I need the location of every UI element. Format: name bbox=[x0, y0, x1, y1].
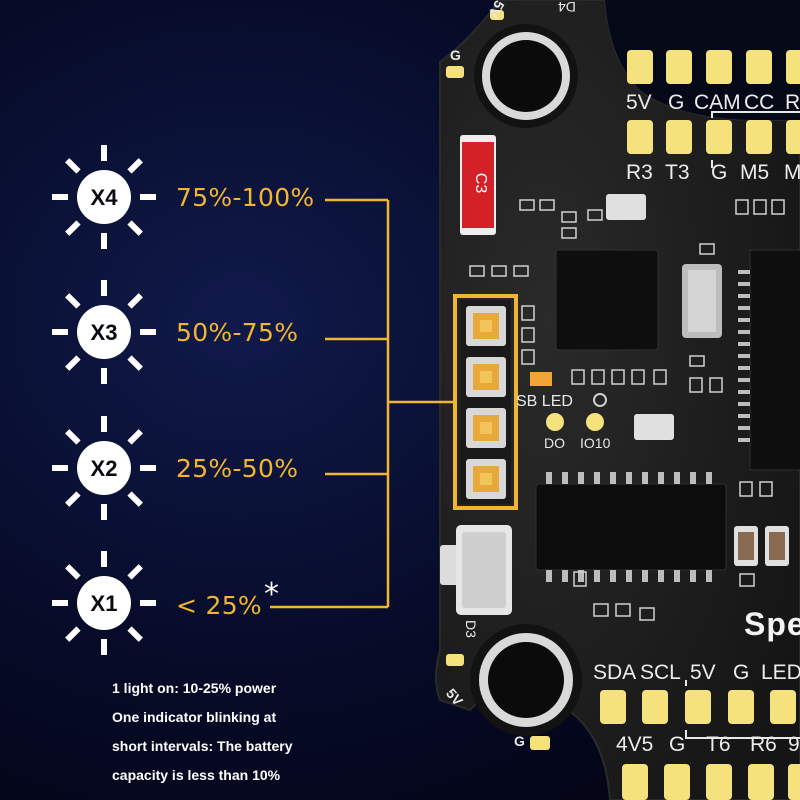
pad-label-mid-0: R3 bbox=[626, 161, 653, 184]
test-point bbox=[593, 393, 607, 407]
pad-label-bot2-3: R6 bbox=[750, 733, 777, 756]
level-range-x4: 75%-100% bbox=[176, 183, 315, 212]
pad-label-top-1: G bbox=[668, 91, 685, 114]
sun-ray bbox=[127, 293, 143, 309]
top-g-label: G bbox=[450, 47, 461, 63]
sun-core bbox=[77, 170, 131, 224]
ic-pins bbox=[546, 270, 750, 582]
components-brown bbox=[738, 532, 785, 560]
level-range-x3: 50%-75% bbox=[176, 318, 299, 347]
sun-ray bbox=[65, 293, 81, 309]
sun-ray bbox=[65, 626, 81, 642]
pad-label-bot1-1: SCL bbox=[640, 661, 681, 684]
sun-ray bbox=[127, 355, 143, 371]
smd-components bbox=[469, 199, 785, 621]
sun-ray bbox=[127, 564, 143, 580]
pad-label-bot1-2: 5V bbox=[690, 661, 716, 684]
do-label: DO bbox=[544, 435, 565, 451]
sun-core bbox=[77, 305, 131, 359]
sun-ray bbox=[127, 429, 143, 445]
note-line: capacity is less than 10% bbox=[112, 767, 281, 783]
sun-ray bbox=[65, 220, 81, 236]
sun-core bbox=[77, 576, 131, 630]
note-line: short intervals: The battery bbox=[112, 738, 293, 754]
indicator-sun-icon: X3 bbox=[52, 280, 156, 384]
pad-do bbox=[546, 413, 564, 431]
sb-led-label: SB LED bbox=[516, 393, 573, 410]
pad-label-bot2-1: G bbox=[669, 733, 686, 756]
pad-label-bot1-3: G bbox=[733, 661, 750, 684]
bot-g-label: G bbox=[514, 733, 525, 749]
pads-bottom-row-1 bbox=[600, 690, 796, 724]
small-pads bbox=[446, 10, 550, 750]
pad-label-top-3: CC bbox=[744, 91, 775, 114]
pad-label-bot2-4: 9 bbox=[788, 733, 800, 756]
pad-io10 bbox=[586, 413, 604, 431]
c3-label: C3 bbox=[472, 172, 490, 194]
io10-label: IO10 bbox=[580, 435, 611, 451]
note-line: 1 light on: 10-25% power bbox=[112, 680, 277, 696]
pad-label-mid-3: M5 bbox=[740, 161, 770, 184]
switch bbox=[440, 525, 512, 615]
pads-top-row bbox=[627, 50, 800, 84]
sun-ray bbox=[127, 491, 143, 507]
note-line: One indicator blinking at bbox=[112, 709, 277, 725]
pad-label-top-0: 5V bbox=[626, 91, 652, 114]
pads-mid-row bbox=[627, 120, 800, 154]
pad-label-mid-4: M bbox=[784, 161, 800, 184]
brand-text: Spe bbox=[744, 606, 800, 642]
sun-ray bbox=[65, 355, 81, 371]
board-cutout bbox=[605, 0, 800, 120]
pad-label-bot1-0: SDA bbox=[593, 661, 637, 684]
pad-label-top-2: CAM bbox=[694, 91, 741, 114]
pads-bottom-row-2 bbox=[622, 764, 800, 800]
pad-label-top-4: R bbox=[785, 91, 800, 114]
sun-core bbox=[77, 441, 131, 495]
mount-hole-bottom bbox=[470, 624, 582, 736]
sun-label: X3 bbox=[91, 320, 118, 345]
asterisk-mark: * bbox=[263, 577, 280, 612]
battery-note: 1 light on: 10-25% power One indicator b… bbox=[112, 674, 372, 790]
pad-label-bot1-4: LED bbox=[761, 661, 800, 684]
sun-label: X1 bbox=[91, 591, 118, 616]
sun-ray bbox=[65, 564, 81, 580]
level-range-x2: 25%-50% bbox=[176, 454, 299, 483]
indicator-sun-icon: X4 bbox=[52, 145, 156, 249]
connector-lines bbox=[270, 198, 454, 609]
pad-label-bot2-0: 4V5 bbox=[616, 733, 654, 756]
smd-led-orange bbox=[530, 372, 552, 386]
indicator-sun-icon: X1 bbox=[52, 551, 156, 655]
led-strip bbox=[453, 294, 518, 510]
sun-label: X4 bbox=[91, 185, 119, 210]
sun-ray bbox=[65, 491, 81, 507]
d4-label: D4 bbox=[558, 0, 576, 15]
capacitor-c3 bbox=[460, 135, 496, 235]
sun-ray bbox=[127, 626, 143, 642]
pad-label-bot2-2: T6 bbox=[706, 733, 731, 756]
sun-label: X2 bbox=[91, 456, 118, 481]
level-range-x1: < 25%* bbox=[176, 577, 280, 621]
sun-ray bbox=[65, 429, 81, 445]
d3-label: D3 bbox=[462, 620, 479, 638]
sun-ray bbox=[65, 158, 81, 174]
sun-ray bbox=[127, 220, 143, 236]
pad-label-mid-1: T3 bbox=[665, 161, 690, 184]
sun-ray bbox=[127, 158, 143, 174]
pad-label-mid-2: G bbox=[711, 161, 728, 184]
indicator-sun-icon: X2 bbox=[52, 416, 156, 520]
mount-hole-top bbox=[474, 24, 578, 128]
